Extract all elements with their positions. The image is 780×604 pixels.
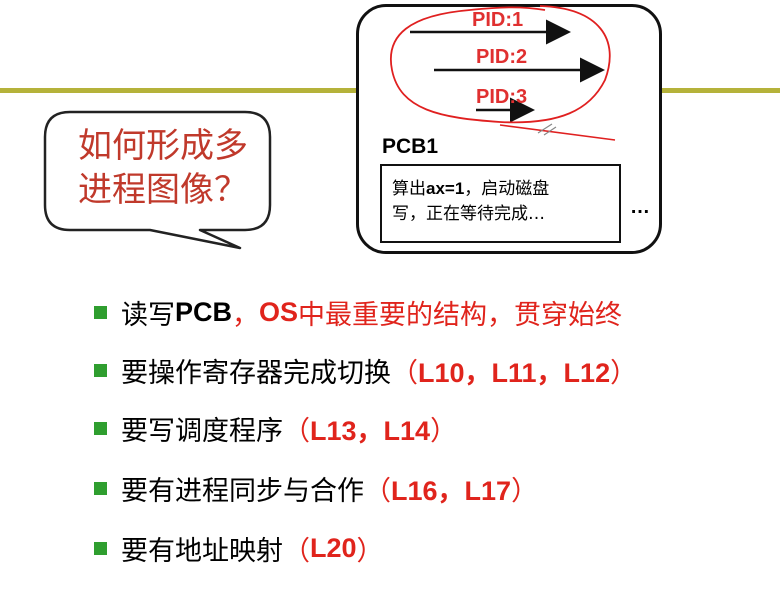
bullet-4-text-d: ） [511,475,539,507]
bullet-1-text-d: OS [259,296,299,327]
annotation-scribble [537,123,557,136]
pcb-title: PCB1 [382,135,439,158]
pcb-content-box: 算出ax=1，启动磁盘 写，正在等待完成… [380,164,621,243]
pcb-text-1c: ，启动磁盘 [464,179,550,199]
pid1-label: PID:1 [472,9,524,31]
bullet-item-5: 要有地址映射（L20） [94,528,384,568]
bullet-item-3: 要写调度程序（L13，L14） [94,408,457,448]
bubble-line-1: 如何形成多 [78,126,248,166]
pcb-figure-box [356,4,662,254]
bullet-1-text-e: 中最重要的结构，贯穿始终 [298,299,623,331]
annotation-circle [390,5,611,124]
bullet-2-text-d: ） [610,357,638,389]
bullet-5-text-b: （ [283,535,310,567]
pcb-content-line-1: 算出ax=1，启动磁盘 [392,176,619,202]
bullet-2-text-c: L10，L11，L12 [418,357,611,388]
bullet-4-text-b: （ [364,475,391,507]
pcb-content-line-2: 写，正在等待完成… [392,204,545,224]
bullet-5-text-d: ） [356,535,384,567]
speech-bubble [43,110,272,250]
bubble-line-2: 进程图像？ [78,170,248,210]
bullet-square-icon [94,305,107,319]
bullet-item-2: 要操作寄存器完成切换（L10，L11，L12） [94,350,637,390]
bullet-3-text-c: L13，L14 [310,415,431,446]
pid3-label: PID:3 [476,86,528,108]
bullet-2-text-a: 要操作寄存器完成切换 [121,357,391,389]
bullet-square-icon [94,541,107,555]
bullet-4-text-c: L16，L17 [391,475,512,506]
bullet-3-text-d: ） [430,415,458,447]
bullet-5-text-c: L20 [310,532,357,563]
pcb-text-1a: 算出 [392,179,426,199]
bullet-square-icon [94,421,107,435]
bullet-item-4: 要有进程同步与合作（L16，L17） [94,468,538,508]
annotation-tail [499,124,616,141]
bullet-square-icon [94,481,107,495]
pcb-ellipsis: … [630,196,650,218]
bullet-1-text-b: PCB [175,296,233,327]
bullet-4-text-a: 要有进程同步与合作 [121,475,364,507]
bullet-3-text-a: 要写调度程序 [121,415,283,447]
bullet-2-text-b: （ [391,357,418,389]
bullet-5-text-a: 要有地址映射 [121,535,283,567]
bullet-1-text-a: 读写 [121,299,175,331]
bullet-square-icon [94,363,107,377]
pcb-text-1b: ax=1 [426,179,465,198]
bubble-question: 如何形成多 进程图像？ [78,124,278,212]
pid2-label: PID:2 [476,46,528,68]
bullet-1-text-c: ， [232,299,260,331]
bullet-3-text-b: （ [283,415,310,447]
